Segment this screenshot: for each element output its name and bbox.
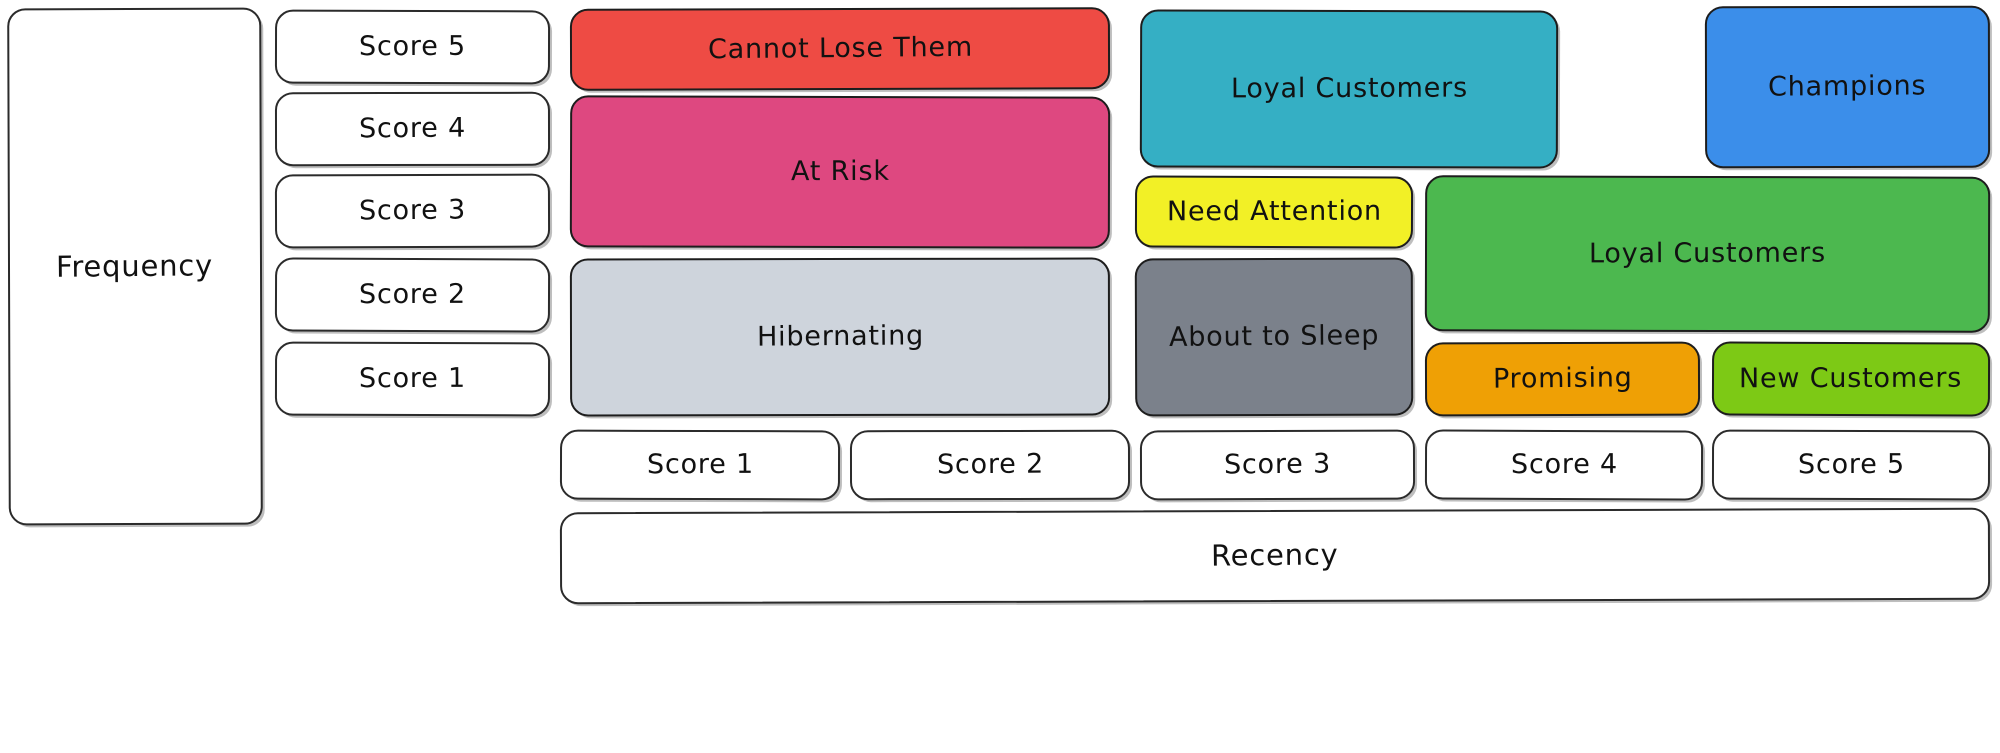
frequency-score-2[interactable]: Score 2	[274, 257, 551, 333]
segment-champions[interactable]: Champions	[1704, 5, 1991, 169]
segment-new-customers[interactable]: New Customers	[1711, 341, 1991, 417]
segment-about-to-sleep-label: About to Sleep	[1168, 320, 1380, 354]
segment-champions-label: Champions	[1768, 70, 1927, 104]
segment-need-attention[interactable]: Need Attention	[1134, 175, 1414, 249]
recency-score-4[interactable]: Score 4	[1424, 429, 1704, 501]
recency-score-4-label: Score 4	[1510, 449, 1618, 481]
recency-score-1[interactable]: Score 1	[559, 429, 841, 501]
frequency-axis-label-box: Frequency	[7, 7, 263, 526]
segment-loyal-customers-teal[interactable]: Loyal Customers	[1139, 9, 1559, 169]
segment-need-attention-label: Need Attention	[1166, 196, 1382, 228]
segment-promising[interactable]: Promising	[1424, 341, 1701, 417]
recency-score-3-label: Score 3	[1223, 448, 1332, 481]
recency-score-2[interactable]: Score 2	[849, 429, 1131, 501]
frequency-score-5-label: Score 5	[358, 31, 467, 63]
segment-loyal-customers-green[interactable]: Loyal Customers	[1424, 175, 1991, 333]
frequency-score-3-label: Score 3	[358, 194, 467, 227]
segment-loyal-customers-teal-label: Loyal Customers	[1230, 73, 1468, 105]
frequency-score-4-label: Score 4	[358, 113, 467, 145]
frequency-score-4[interactable]: Score 4	[274, 91, 551, 167]
recency-score-2-label: Score 2	[936, 449, 1044, 481]
recency-score-5[interactable]: Score 5	[1711, 429, 1991, 501]
segment-hibernating[interactable]: Hibernating	[569, 257, 1111, 417]
segment-promising-label: Promising	[1492, 362, 1633, 396]
frequency-score-1[interactable]: Score 1	[274, 341, 551, 417]
segment-at-risk-label: At Risk	[790, 156, 890, 188]
segment-cannot-lose-them-label: Cannot Lose Them	[707, 32, 973, 66]
segment-at-risk[interactable]: At Risk	[569, 95, 1111, 249]
segment-new-customers-label: New Customers	[1739, 363, 1963, 395]
recency-score-1-label: Score 1	[646, 449, 754, 481]
recency-score-3[interactable]: Score 3	[1139, 429, 1416, 501]
segment-hibernating-label: Hibernating	[756, 320, 924, 354]
recency-score-5-label: Score 5	[1797, 449, 1905, 481]
frequency-score-5[interactable]: Score 5	[274, 9, 551, 85]
recency-axis-label-box: Recency	[559, 507, 1991, 605]
segment-about-to-sleep[interactable]: About to Sleep	[1134, 257, 1414, 417]
segment-cannot-lose-them[interactable]: Cannot Lose Them	[569, 7, 1111, 91]
segment-loyal-customers-green-label: Loyal Customers	[1588, 238, 1827, 270]
frequency-score-3[interactable]: Score 3	[274, 173, 551, 249]
frequency-axis-label: Frequency	[56, 248, 214, 284]
frequency-score-2-label: Score 2	[358, 279, 467, 311]
frequency-score-1-label: Score 1	[358, 363, 467, 395]
recency-axis-label: Recency	[1211, 537, 1339, 573]
